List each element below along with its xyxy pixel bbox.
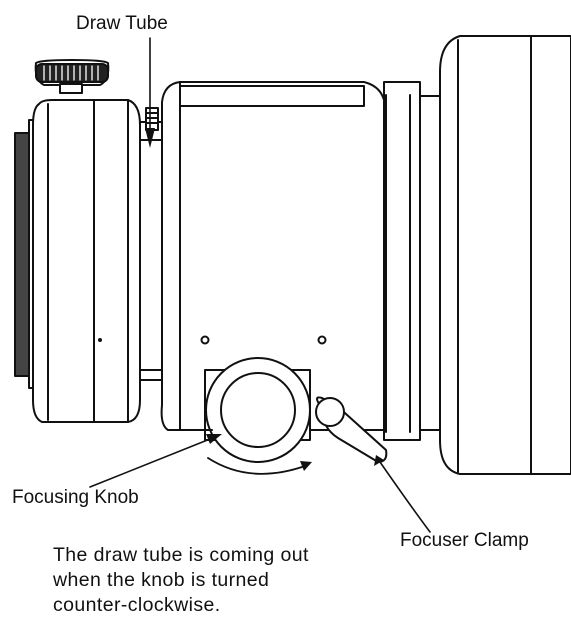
draw-tube-label: Draw Tube bbox=[76, 13, 168, 34]
telescope-tube bbox=[383, 35, 571, 475]
caption: The draw tube is coming out when the kno… bbox=[53, 543, 309, 618]
focuser-clamp-label: Focuser Clamp bbox=[400, 530, 529, 551]
eyepiece-holder-body bbox=[14, 99, 141, 423]
caption-line-1: The draw tube is coming out bbox=[53, 544, 309, 566]
rotation-arrow bbox=[207, 457, 312, 475]
focuser-clamp-leader-arrow bbox=[374, 455, 431, 533]
draw-tube-leader-arrow bbox=[145, 37, 155, 148]
focusing-knob bbox=[204, 357, 311, 463]
caption-line-3: counter-clockwise. bbox=[53, 594, 221, 616]
draw-tube bbox=[139, 107, 163, 381]
caption-line-2: when the knob is turned bbox=[53, 569, 270, 591]
focuser-housing bbox=[160, 81, 385, 431]
focuser-clamp bbox=[315, 396, 388, 463]
focusing-knob-label: Focusing Knob bbox=[12, 487, 139, 508]
knurled-thumbscrew bbox=[34, 59, 110, 94]
focusing-knob-leader-arrow bbox=[89, 434, 222, 488]
